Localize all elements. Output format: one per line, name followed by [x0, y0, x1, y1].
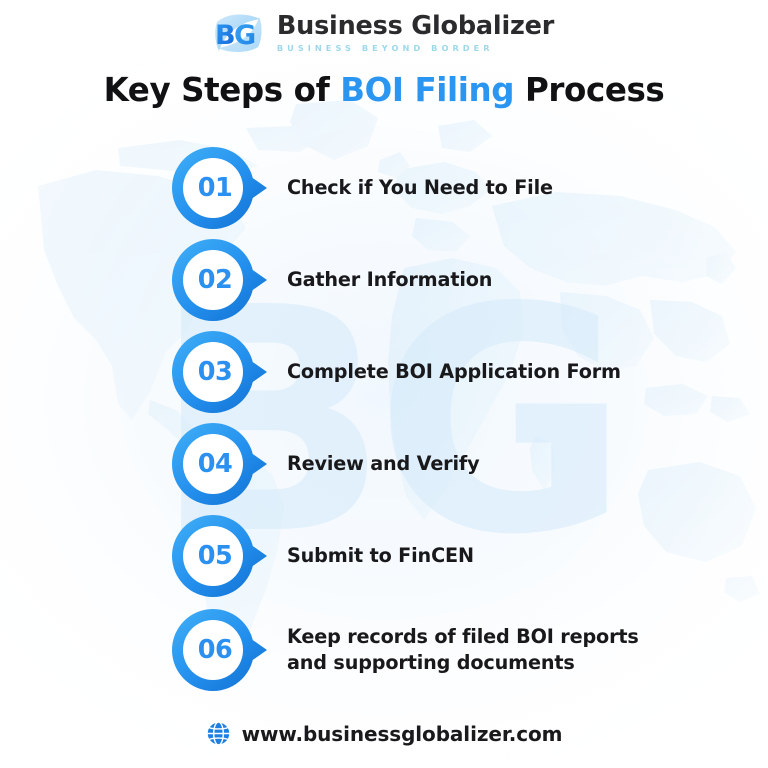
step-number: 01: [197, 173, 233, 203]
brand-lockup: B G Business Globalizer BUSINESS BEYOND …: [214, 13, 554, 53]
header: B G Business Globalizer BUSINESS BEYOND …: [0, 0, 768, 109]
step-badge-02: 02: [171, 239, 267, 321]
step-number: 04: [197, 449, 233, 479]
step-number: 02: [197, 265, 233, 295]
bg-logo-icon: B G: [214, 13, 266, 53]
step-item: 03 Complete BOI Application Form: [171, 326, 768, 418]
step-label: Keep records of filed BOI reports and su…: [287, 625, 639, 674]
footer-website-url: www.businessglobalizer.com: [241, 721, 563, 746]
step-label: Complete BOI Application Form: [287, 360, 621, 384]
step-number: 03: [197, 357, 233, 387]
svg-text:B: B: [215, 20, 236, 51]
page-title-before: Key Steps of: [103, 71, 341, 109]
svg-text:G: G: [234, 20, 256, 51]
step-item: 02 Gather Information: [171, 234, 768, 326]
step-badge-03: 03: [171, 331, 267, 413]
step-item: 06 Keep records of filed BOI reports and…: [171, 602, 768, 698]
step-label: Review and Verify: [287, 452, 480, 476]
page-title: Key Steps of BOI Filing Process: [0, 71, 768, 109]
brand-tagline: BUSINESS BEYOND BORDER: [276, 42, 494, 53]
step-number: 05: [197, 541, 233, 571]
brand-name: Business Globalizer: [276, 11, 555, 42]
step-item: 05 Submit to FinCEN: [171, 510, 768, 602]
step-badge-05: 05: [171, 515, 267, 597]
step-badge-01: 01: [171, 147, 267, 229]
page-title-after: Process: [514, 71, 665, 109]
step-badge-06: 06: [171, 609, 267, 691]
step-label: Check if You Need to File: [287, 176, 553, 200]
page-title-highlight: BOI Filing: [340, 71, 515, 109]
step-item: 04 Review and Verify: [171, 418, 768, 510]
brand-text-block: Business Globalizer BUSINESS BEYOND BORD…: [277, 14, 554, 52]
step-item: 01 Check if You Need to File: [171, 142, 768, 234]
steps-list: 01 Check if You Need to File 02 Gather I…: [0, 142, 768, 698]
step-label: Gather Information: [287, 268, 493, 292]
step-badge-04: 04: [171, 423, 267, 505]
footer: www.businessglobalizer.com: [0, 721, 768, 746]
step-number: 06: [197, 635, 233, 665]
globe-icon: [205, 721, 231, 746]
step-label: Submit to FinCEN: [287, 544, 474, 568]
